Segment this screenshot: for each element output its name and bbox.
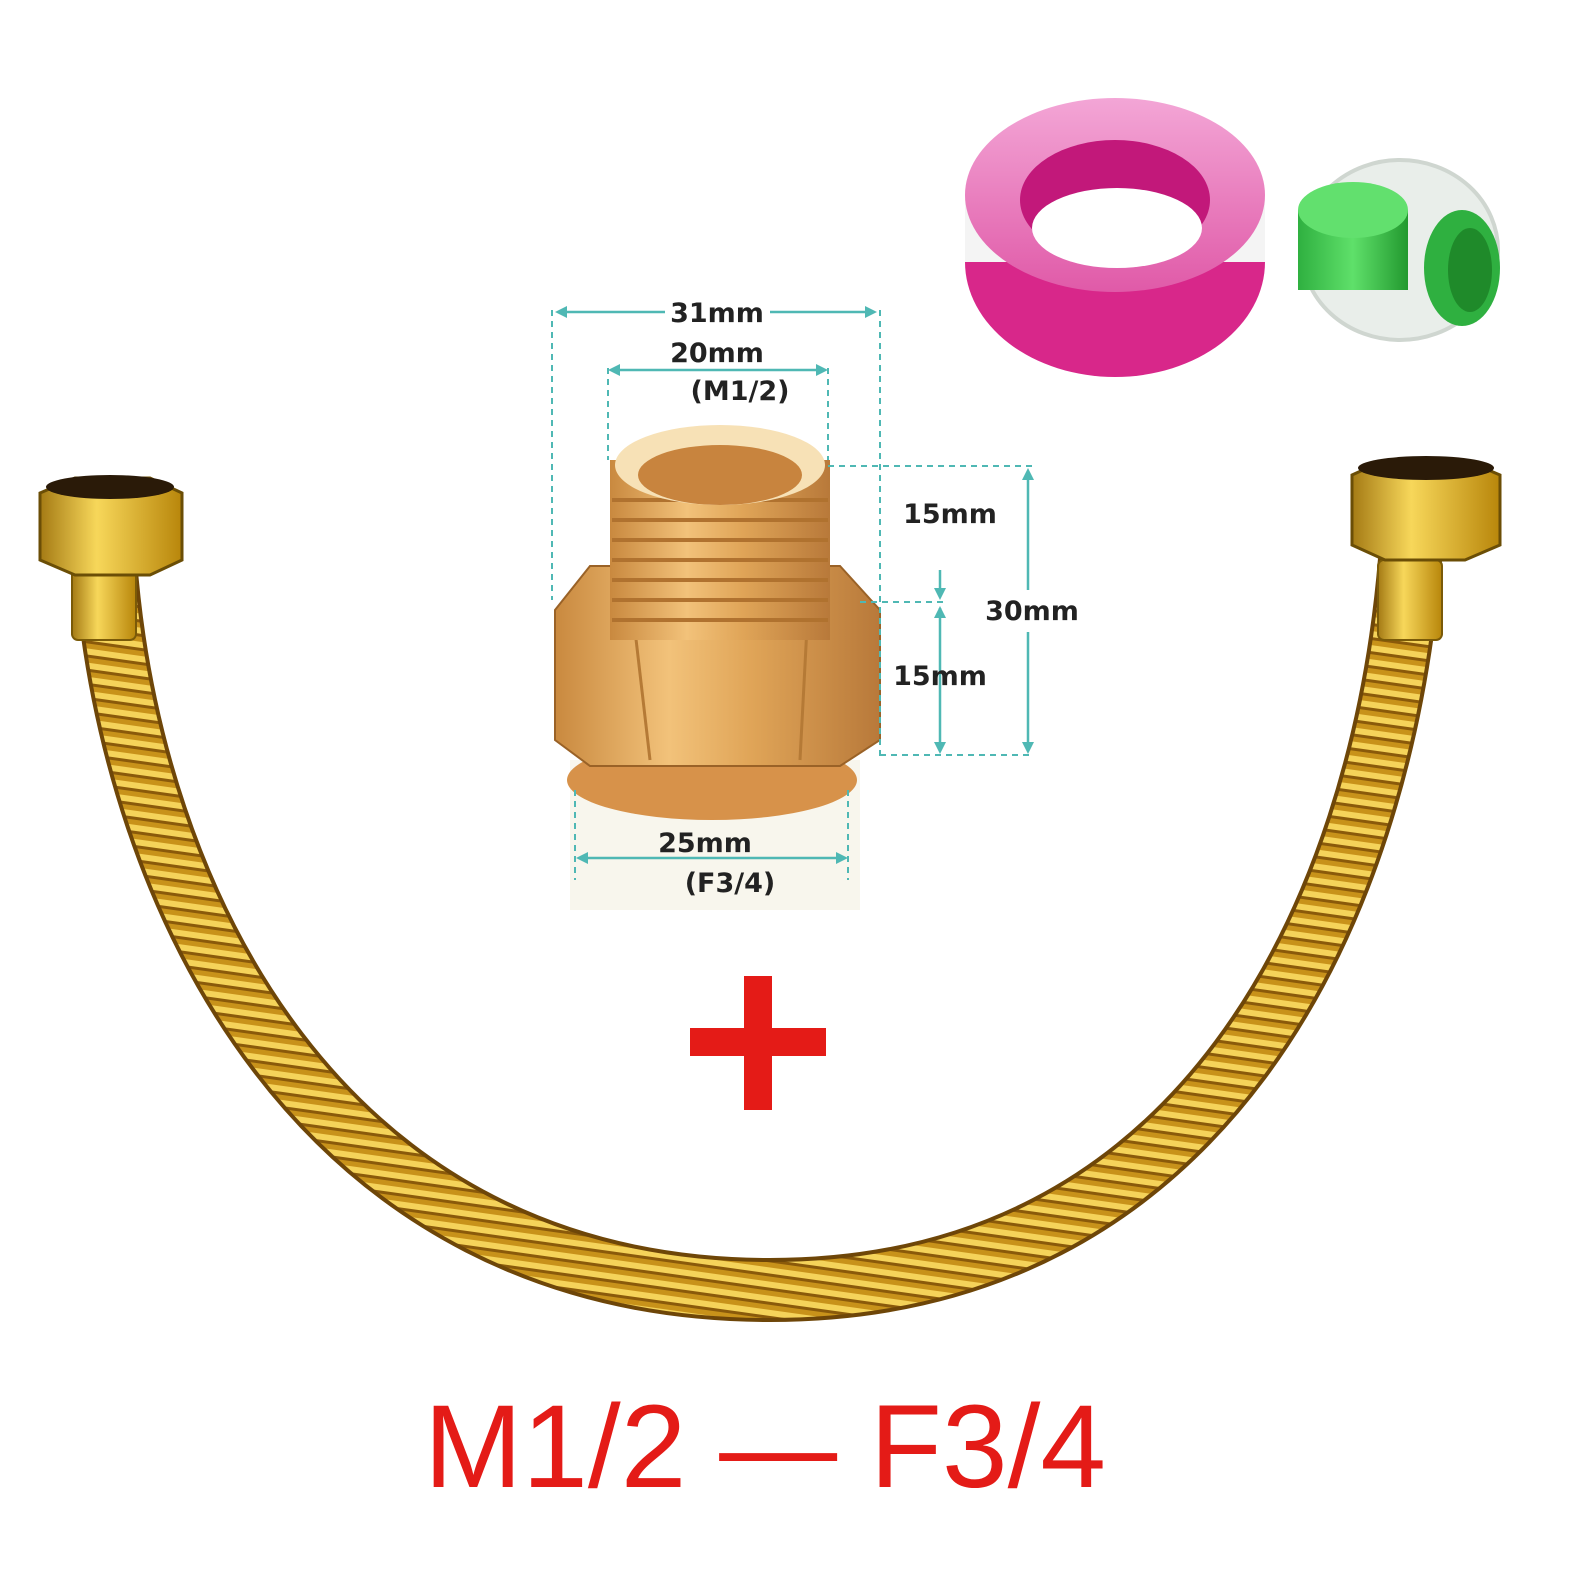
braided-hose-icon	[38, 456, 1502, 1323]
hose-right-nut	[1350, 456, 1502, 641]
dim-base-width-label: 25mm	[658, 828, 752, 859]
dim-thread-spec-label: (M1/2)	[691, 376, 790, 407]
dim-lower-height-label: 15mm	[893, 661, 987, 692]
plus-icon	[690, 976, 826, 1110]
dim-upper-height-label: 15mm	[903, 499, 997, 530]
hose-left-nut	[38, 475, 184, 641]
dim-base-spec-label: (F3/4)	[685, 868, 776, 899]
ptfe-tape-roll-icon	[965, 98, 1265, 377]
fitting-spec-caption: M1/2 — F3/4	[424, 1381, 1106, 1513]
dim-thread-width-label: 20mm	[670, 338, 764, 369]
dim-outer-width-label: 31mm	[670, 298, 764, 329]
brass-adapter-icon	[554, 425, 881, 910]
dimension-guides	[551, 310, 1032, 880]
dim-total-height-label: 30mm	[985, 596, 1079, 627]
rubber-gasket-icon	[1298, 158, 1500, 342]
dimension-arrows	[555, 306, 1034, 864]
